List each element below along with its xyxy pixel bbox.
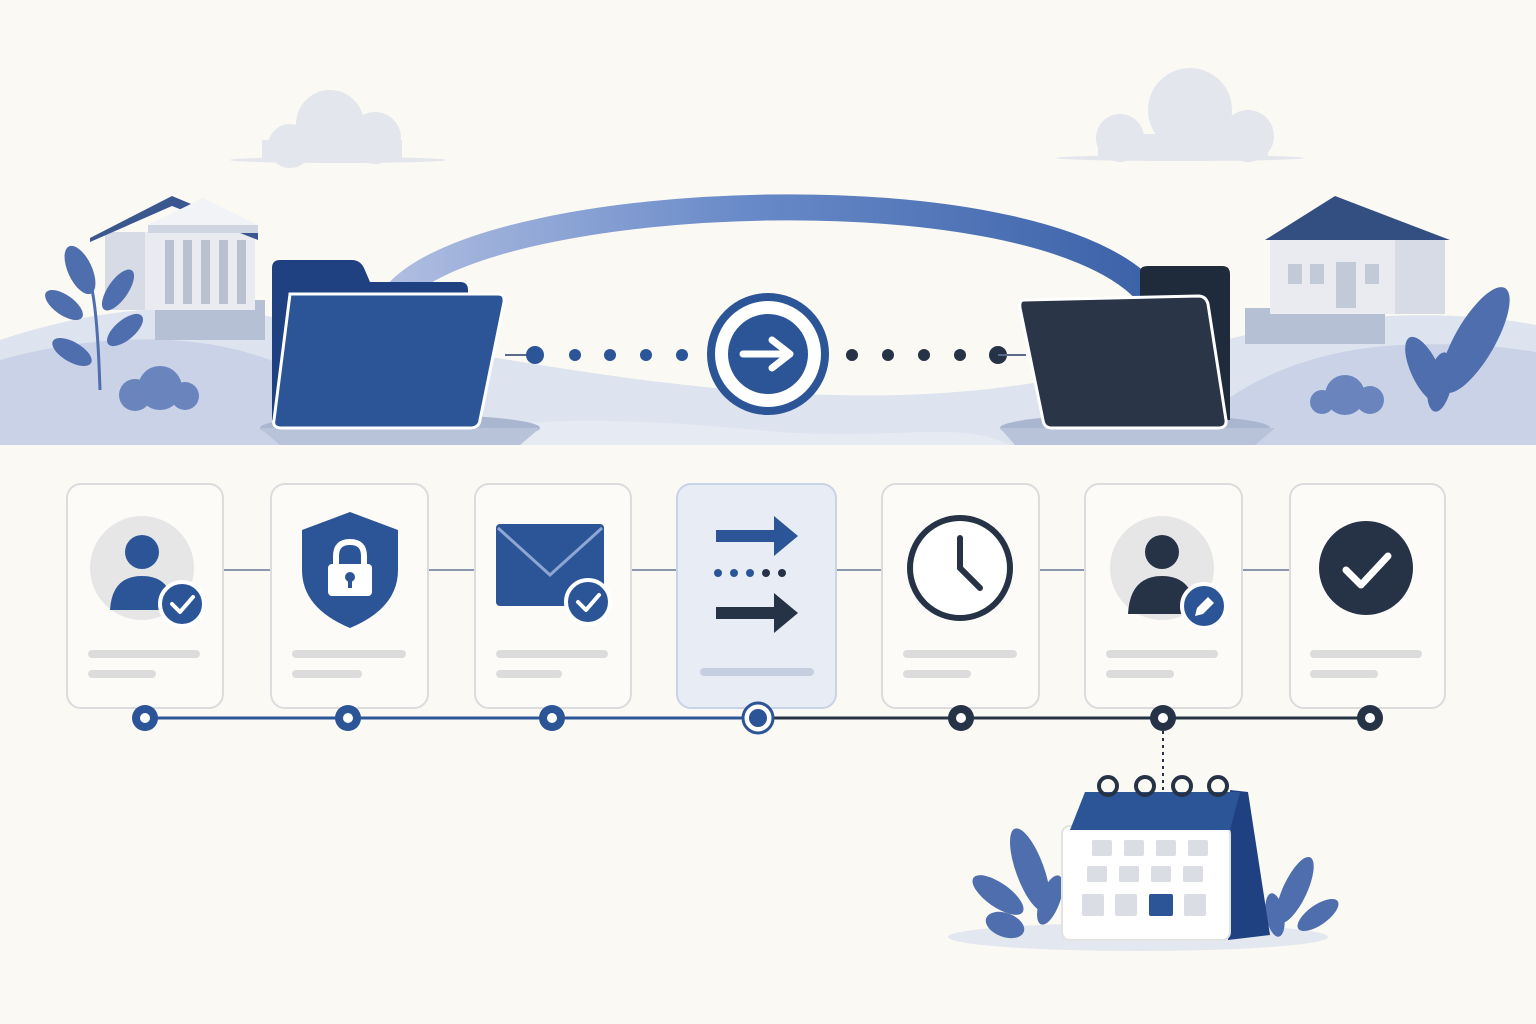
step-card-waiting[interactable] — [881, 483, 1040, 709]
step-card-complete[interactable] — [1289, 483, 1446, 709]
check-circle-icon — [1319, 521, 1413, 615]
timeline-node-2[interactable] — [335, 705, 361, 731]
house-building-icon — [1245, 196, 1450, 344]
timeline-node-5[interactable] — [948, 705, 974, 731]
timeline — [132, 701, 1383, 790]
cloud-right — [1056, 68, 1304, 162]
step-card-security[interactable] — [270, 483, 429, 709]
transfer-dots-right — [846, 346, 1026, 364]
timeline-node-7[interactable] — [1357, 705, 1383, 731]
calendar-plant-left — [972, 828, 1063, 939]
cloud-left — [230, 90, 446, 168]
step-card-transfer-current[interactable] — [676, 483, 837, 709]
shield-lock-icon — [302, 512, 398, 628]
step-card-identity-verified[interactable] — [66, 483, 224, 709]
arrow-right-circle-icon — [707, 293, 829, 415]
calendar-selected-day — [1149, 894, 1173, 916]
source-folder-icon — [272, 260, 506, 430]
target-folder-icon — [1018, 266, 1230, 430]
timeline-node-6[interactable] — [1150, 705, 1176, 731]
platform-left-base — [260, 428, 540, 445]
step-card-review[interactable] — [1084, 483, 1243, 709]
timeline-node-3[interactable] — [539, 705, 565, 731]
plant-right-icon — [1310, 287, 1510, 415]
timeline-node-1[interactable] — [132, 705, 158, 731]
calendar-scene — [948, 775, 1339, 951]
user-check-icon — [90, 516, 206, 628]
step-card-email-confirmed[interactable] — [474, 483, 632, 709]
transfer-dots-left — [505, 346, 688, 364]
calendar-icon — [1061, 775, 1270, 941]
user-edit-icon — [1110, 516, 1228, 630]
plant-left-icon — [45, 245, 199, 411]
clock-icon — [907, 515, 1013, 621]
transfer-arrows-icon — [714, 516, 798, 633]
timeline-node-4-current[interactable] — [741, 701, 775, 735]
platform-right-base — [1000, 428, 1275, 445]
calendar-plant-right — [1265, 856, 1339, 937]
envelope-check-icon — [496, 524, 612, 626]
transfer-arc — [387, 194, 1158, 303]
